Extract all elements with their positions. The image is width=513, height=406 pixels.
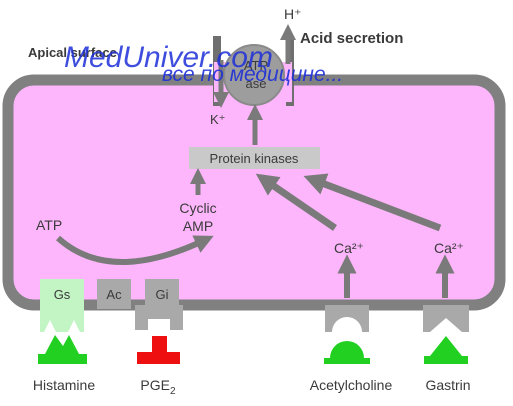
gi-label: Gi — [156, 287, 169, 302]
histamine-label: Histamine — [33, 377, 95, 393]
acid-secretion-label: Acid secretion — [300, 30, 403, 47]
atp-label: ATP — [36, 217, 62, 233]
ac-label: Ac — [106, 287, 122, 302]
ca-left-label: Ca²⁺ — [334, 240, 364, 256]
amp-label: AMP — [183, 218, 213, 234]
ca-right-to-kinase-arrow — [303, 173, 442, 232]
cyclic-label: Cyclic — [179, 200, 216, 216]
acetylcholine-ligand — [324, 341, 370, 364]
gastrin-label: Gastrin — [425, 377, 470, 393]
gastrin-ligand — [424, 336, 468, 364]
protein-kinases-label: Protein kinases — [210, 151, 299, 166]
atp-to-camp-arrow — [55, 235, 214, 265]
apical-surface-label: Apical surface — [28, 45, 117, 60]
protein-kinases-box — [189, 147, 320, 169]
gi-receptor: Gi — [135, 279, 183, 330]
watermark-site: MedUniver.com — [64, 41, 273, 74]
acetylcholine-receptor — [325, 305, 369, 332]
gs-protein: Gs — [40, 279, 84, 332]
h-plus-label: H⁺ — [284, 6, 302, 22]
k-plus-label: K⁺ — [210, 112, 226, 127]
adenylate-cyclase — [97, 279, 131, 309]
gs-label: Gs — [54, 287, 71, 302]
atpase-label-bottom: ase — [246, 76, 267, 91]
ca-right-label: Ca²⁺ — [434, 240, 464, 256]
ca-left-to-kinase-arrow — [255, 173, 337, 231]
atpase-label-top: ATP — [244, 58, 268, 73]
histamine-ligand — [38, 335, 87, 364]
pge2-ligand — [137, 336, 180, 364]
acetylcholine-label: Acetylcholine — [310, 377, 393, 393]
watermark-tagline: все по медицине... — [162, 63, 343, 86]
gastrin-receptor — [423, 305, 469, 332]
pge2-label: PGE2 — [140, 377, 176, 397]
